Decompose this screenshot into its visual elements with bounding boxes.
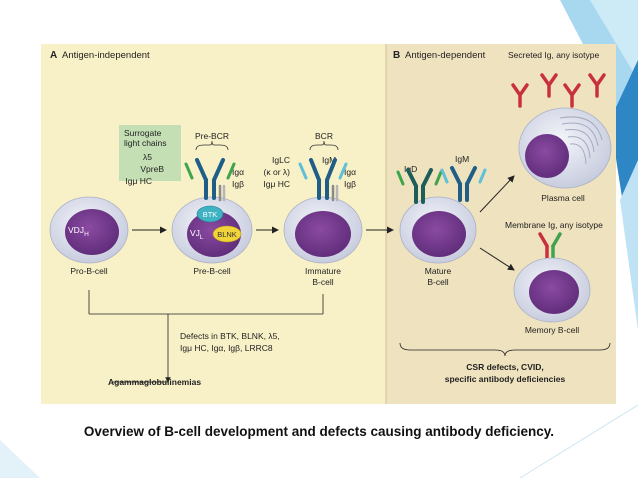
immature-name-2: B-cell <box>312 277 333 287</box>
defects-a-line-1: Defects in BTK, BLNK, λ5, <box>180 331 280 341</box>
vpreb-label: VpreB <box>140 164 164 174</box>
igd-receptor <box>396 168 443 204</box>
bcr-receptor <box>298 158 348 202</box>
pro-b-nucleus-label: VDJH <box>68 225 89 238</box>
btk-label: BTK <box>203 210 218 219</box>
lambda5-label: λ5 <box>143 152 152 162</box>
secreted-antibodies <box>511 73 606 108</box>
defects-a-bracket <box>88 290 324 383</box>
pre-b-cell-name: Pre-B-cell <box>193 266 230 276</box>
bcr-brace <box>309 140 339 151</box>
surrogate-label-1: Surrogate <box>124 128 162 138</box>
plasma-cell-name: Plasma cell <box>541 193 585 203</box>
agammaglobulinemias-label: Agammaglobulinemias <box>108 377 201 387</box>
mature-b-cell <box>399 196 477 264</box>
pre-b-cell: VJL BTK BLNK <box>171 196 253 264</box>
pre-bcr-receptor <box>184 158 236 202</box>
panel-a-letter: A <box>50 50 57 61</box>
imm-igm-label: IgM <box>322 155 336 165</box>
defects-b-line-1: CSR defects, CVID, <box>466 362 543 372</box>
blnk-protein <box>212 225 242 243</box>
imm-igb-label: Igβ <box>344 179 356 189</box>
memory-cell-name: Memory B-cell <box>525 325 579 335</box>
defects-b-line-2: specific antibody deficiencies <box>445 374 566 384</box>
mature-igm-receptor <box>440 166 487 202</box>
pro-b-nucleus <box>65 209 119 255</box>
memory-top-label: Membrane Ig, any isotype <box>505 220 603 230</box>
igd-label: IgD <box>404 164 417 174</box>
pre-igu-hc-label: Igμ HC <box>125 176 152 186</box>
memory-b-cell <box>513 257 591 323</box>
pre-iga-label: Igα <box>232 167 244 177</box>
pre-bcr-label: Pre-BCR <box>195 131 229 141</box>
plasma-top-label: Secreted Ig, any isotype <box>508 50 599 60</box>
mature-nucleus <box>412 211 466 257</box>
pro-b-cell: VDJH <box>49 196 129 264</box>
panel-a-title: Antigen-independent <box>62 50 150 61</box>
bcr-label: BCR <box>315 131 333 141</box>
imm-iga-label: Igα <box>344 167 356 177</box>
immature-nucleus <box>295 211 351 257</box>
pre-bcr-brace <box>195 140 229 151</box>
panel-b-letter: B <box>393 50 400 61</box>
mature-igm-label: IgM <box>455 154 469 164</box>
iglc-label: IgLC <box>272 155 290 165</box>
btk-protein <box>196 205 224 223</box>
immature-b-cell <box>283 196 363 264</box>
pre-igb-label: Igβ <box>232 179 244 189</box>
panel-b-title: Antigen-dependent <box>405 50 486 61</box>
defects-a-line-2: Igμ HC, Igα, Igβ, LRRC8 <box>180 343 273 353</box>
blnk-label: BLNK <box>217 230 237 239</box>
plasma-nucleus <box>525 134 569 178</box>
pro-b-cell-name: Pro-B-cell <box>70 266 107 276</box>
mature-name-1: Mature <box>425 266 452 276</box>
memory-nucleus <box>529 270 579 314</box>
slide-caption: Overview of B-cell development and defec… <box>83 424 555 439</box>
imm-igu-hc-label: Igμ HC <box>263 179 290 189</box>
defects-b-brace <box>399 342 611 357</box>
surrogate-label-2: light chains <box>124 138 167 148</box>
development-arrows <box>132 175 515 271</box>
mature-name-2: B-cell <box>427 277 448 287</box>
pre-b-nucleus-label: VJL <box>190 228 204 241</box>
plasma-cell <box>518 107 612 189</box>
memory-receptor <box>538 232 562 260</box>
immature-name-1: Immature <box>305 266 341 276</box>
k-or-l-label: (κ or λ) <box>264 167 291 177</box>
surrogate-box <box>119 125 181 181</box>
